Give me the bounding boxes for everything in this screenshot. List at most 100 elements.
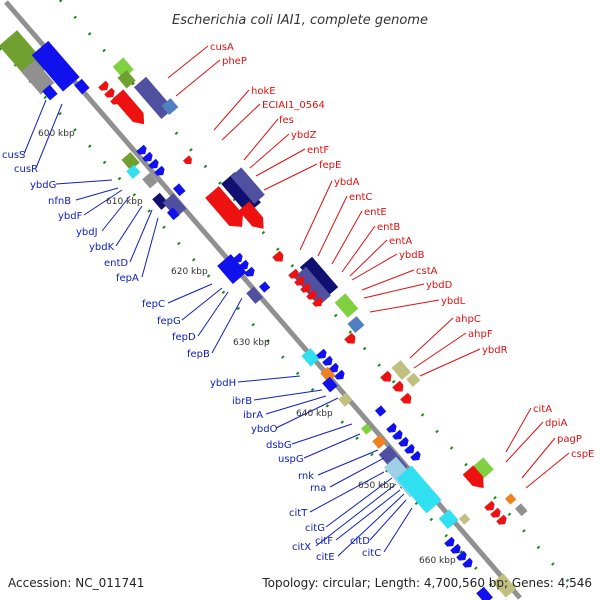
gene-block[interactable] (360, 423, 373, 435)
gene-block[interactable] (458, 513, 471, 525)
gene-block[interactable] (42, 84, 58, 101)
gene-label-fepG[interactable]: fepG (157, 316, 181, 327)
gene-block[interactable] (172, 183, 186, 197)
gene-label-pheP[interactable]: pheP (222, 56, 247, 67)
gene-label-citF[interactable]: citF (315, 536, 333, 547)
gene-block[interactable] (152, 192, 169, 210)
gene-label-ahpC[interactable]: ahpC (455, 314, 481, 325)
gene-arrow[interactable] (496, 514, 509, 528)
gene-arrow[interactable] (104, 87, 117, 101)
gene-block[interactable] (238, 201, 269, 233)
gene-arrow[interactable] (312, 296, 325, 310)
gene-block[interactable] (320, 366, 336, 383)
gene-arrow[interactable] (316, 348, 329, 362)
gene-block[interactable] (230, 167, 265, 204)
gene-label-citD[interactable]: citD (350, 536, 370, 547)
gene-label-ECIAI1_0564[interactable]: ECIAI1_0564 (262, 100, 325, 111)
gene-label-cusA[interactable]: cusA (210, 42, 234, 53)
gene-block[interactable] (121, 152, 140, 171)
gene-label-nfnB[interactable]: nfnB (48, 196, 71, 207)
gene-label-pagP[interactable]: pagP (557, 434, 582, 445)
gene-label-citG[interactable]: citG (305, 523, 325, 534)
gene-arrow[interactable] (272, 250, 286, 265)
gene-block[interactable] (462, 465, 489, 492)
gene-label-entD[interactable]: entD (104, 258, 128, 269)
gene-arrow[interactable] (484, 500, 497, 514)
gene-label-fepB[interactable]: fepB (187, 349, 210, 360)
gene-block[interactable] (347, 316, 365, 334)
gene-label-ybdH[interactable]: ybdH (210, 378, 236, 389)
gene-block[interactable] (406, 372, 421, 387)
gene-arrow[interactable] (52, 56, 65, 70)
gene-arrow[interactable] (450, 543, 463, 557)
gene-label-cusS[interactable]: cusS (2, 150, 25, 161)
gene-label-fepE[interactable]: fepE (319, 160, 341, 171)
gene-block[interactable] (374, 405, 387, 417)
gene-label-citT[interactable]: citT (289, 508, 308, 519)
gene-arrow[interactable] (182, 155, 194, 166)
gene-block[interactable] (472, 457, 494, 479)
gene-label-ybdD[interactable]: ybdD (426, 280, 453, 291)
gene-block[interactable] (166, 207, 180, 221)
gene-block[interactable] (161, 98, 179, 116)
gene-arrow[interactable] (444, 536, 457, 550)
gene-arrow[interactable] (380, 370, 394, 385)
gene-label-uspG[interactable]: uspG (278, 454, 304, 465)
gene-label-citX[interactable]: citX (292, 542, 311, 553)
gene-arrow[interactable] (232, 252, 245, 266)
gene-arrow[interactable] (344, 332, 358, 347)
gene-block[interactable] (438, 509, 459, 530)
gene-label-fepD[interactable]: fepD (172, 332, 196, 343)
gene-block[interactable] (117, 70, 136, 89)
gene-arrow[interactable] (400, 392, 414, 407)
gene-block[interactable] (322, 376, 338, 393)
gene-arrow[interactable] (98, 80, 111, 94)
gene-arrow[interactable] (58, 63, 71, 77)
gene-block[interactable] (293, 266, 331, 307)
gene-label-citA[interactable]: citA (533, 404, 552, 415)
gene-arrow[interactable] (306, 289, 319, 303)
gene-block[interactable] (334, 293, 359, 318)
gene-label-rna[interactable]: rna (310, 483, 326, 494)
gene-arrow[interactable] (288, 268, 301, 282)
gene-label-fepA[interactable]: fepA (116, 273, 139, 284)
gene-block[interactable] (217, 254, 247, 285)
gene-block[interactable] (504, 493, 517, 505)
gene-block[interactable] (74, 78, 90, 95)
gene-block[interactable] (396, 465, 442, 514)
gene-arrow[interactable] (300, 282, 313, 296)
gene-label-ybdO[interactable]: ybdO (251, 424, 278, 435)
gene-label-ybdF[interactable]: ybdF (58, 211, 83, 222)
gene-label-rnk[interactable]: rnk (298, 471, 314, 482)
gene-arrow[interactable] (456, 550, 469, 564)
gene-block[interactable] (162, 193, 187, 218)
gene-arrow[interactable] (64, 70, 77, 84)
gene-label-citE[interactable]: citE (316, 552, 335, 563)
gene-arrow[interactable] (148, 158, 161, 172)
gene-block[interactable] (21, 60, 55, 95)
gene-label-entF[interactable]: entF (307, 145, 329, 156)
gene-block[interactable] (142, 172, 158, 189)
gene-label-entE[interactable]: entE (364, 207, 387, 218)
gene-block[interactable] (246, 286, 263, 304)
gene-label-cstA[interactable]: cstA (416, 266, 438, 277)
gene-label-hokE[interactable]: hokE (251, 86, 276, 97)
gene-arrow[interactable] (410, 450, 423, 464)
gene-label-cspE[interactable]: cspE (571, 449, 594, 460)
gene-block[interactable] (514, 503, 528, 517)
gene-block[interactable] (205, 186, 249, 233)
gene-label-ybdG[interactable]: ybdG (30, 180, 56, 191)
gene-label-entB[interactable]: entB (377, 222, 400, 233)
gene-label-entC[interactable]: entC (349, 192, 372, 203)
gene-label-dpiA[interactable]: dpiA (545, 418, 567, 429)
gene-label-ahpF[interactable]: ahpF (468, 329, 493, 340)
gene-block[interactable] (492, 573, 517, 598)
gene-arrow[interactable] (136, 144, 149, 158)
gene-label-ibrB[interactable]: ibrB (232, 396, 252, 407)
gene-block[interactable] (112, 89, 150, 128)
gene-arrow[interactable] (386, 422, 399, 436)
gene-arrow[interactable] (490, 507, 503, 521)
gene-label-ybdB[interactable]: ybdB (399, 250, 425, 261)
gene-label-ybdL[interactable]: ybdL (441, 296, 466, 307)
gene-arrow[interactable] (294, 275, 307, 289)
